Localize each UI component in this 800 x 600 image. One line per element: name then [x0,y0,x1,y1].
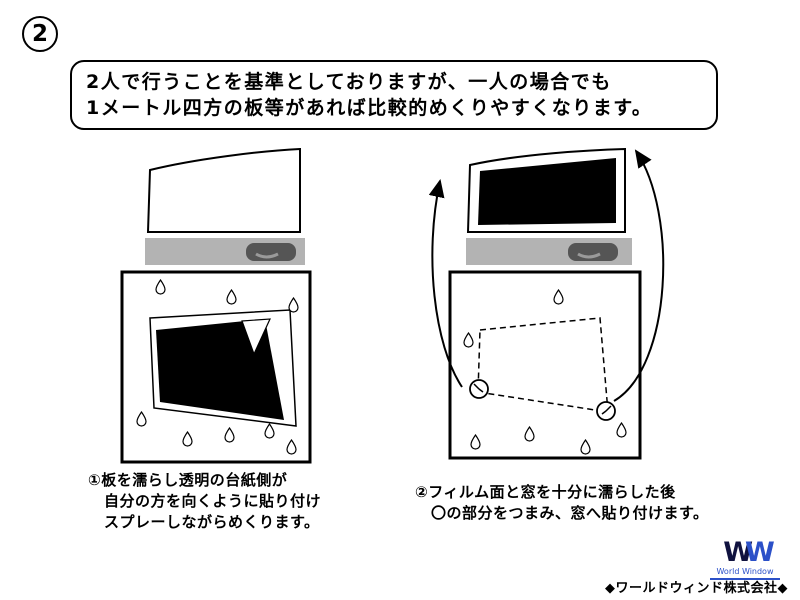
caption-right-line-1: ②フィルム面と窓を十分に濡らした後 [415,483,676,501]
step-number-badge: 2 [22,16,58,52]
logo-name: World Window [716,567,774,576]
spray-handle-detail [255,252,279,259]
film-black [478,158,616,225]
step-number: 2 [31,21,48,47]
logo-rule [710,578,780,580]
intro-note-box: 2人で行うことを基準としておりますが、一人の場合でも 1メートル四方の板等があれ… [70,60,718,130]
intro-line-1: 2人で行うことを基準としておりますが、一人の場合でも [86,71,612,93]
illustration-peel-film [120,147,312,464]
logo-w-dark: W [723,537,753,568]
spray-handle-icon [568,243,618,261]
illustration-apply-film [428,147,665,460]
company-name: ◆ワールドウィンド株式会社◆ [605,581,788,596]
peel-corner [241,318,271,356]
arrow-lift-right [613,149,665,402]
arrow-lift-left [428,179,463,388]
backing-sheet [146,147,301,233]
caption-left-line-2: 自分の方を向くように貼り付け [104,492,322,510]
caption-left-line-3: スプレーしながらめくります。 [104,513,320,531]
spray-handle-icon [246,243,296,261]
caption-left-line-1: ①板を濡らし透明の台紙側が [88,471,288,489]
logo-initials: WW [710,537,780,568]
caption-right: ②フィルム面と窓を十分に濡らした後 〇の部分をつまみ、窓へ貼り付けます。 [415,482,709,524]
caption-right-line-2: 〇の部分をつまみ、窓へ貼り付けます。 [431,504,709,522]
spray-handle-detail [577,252,601,259]
logo-w-blue: W [745,537,775,568]
intro-line-2: 1メートル四方の板等があれば比較的めくりやすくなります。 [86,97,653,119]
pinch-mark-left [473,383,484,393]
world-window-logo: WW World Window [710,537,780,580]
caption-left: ①板を濡らし透明の台紙側が 自分の方を向くように貼り付け スプレーしながらめくり… [88,470,321,533]
pinch-mark-right [601,405,612,415]
